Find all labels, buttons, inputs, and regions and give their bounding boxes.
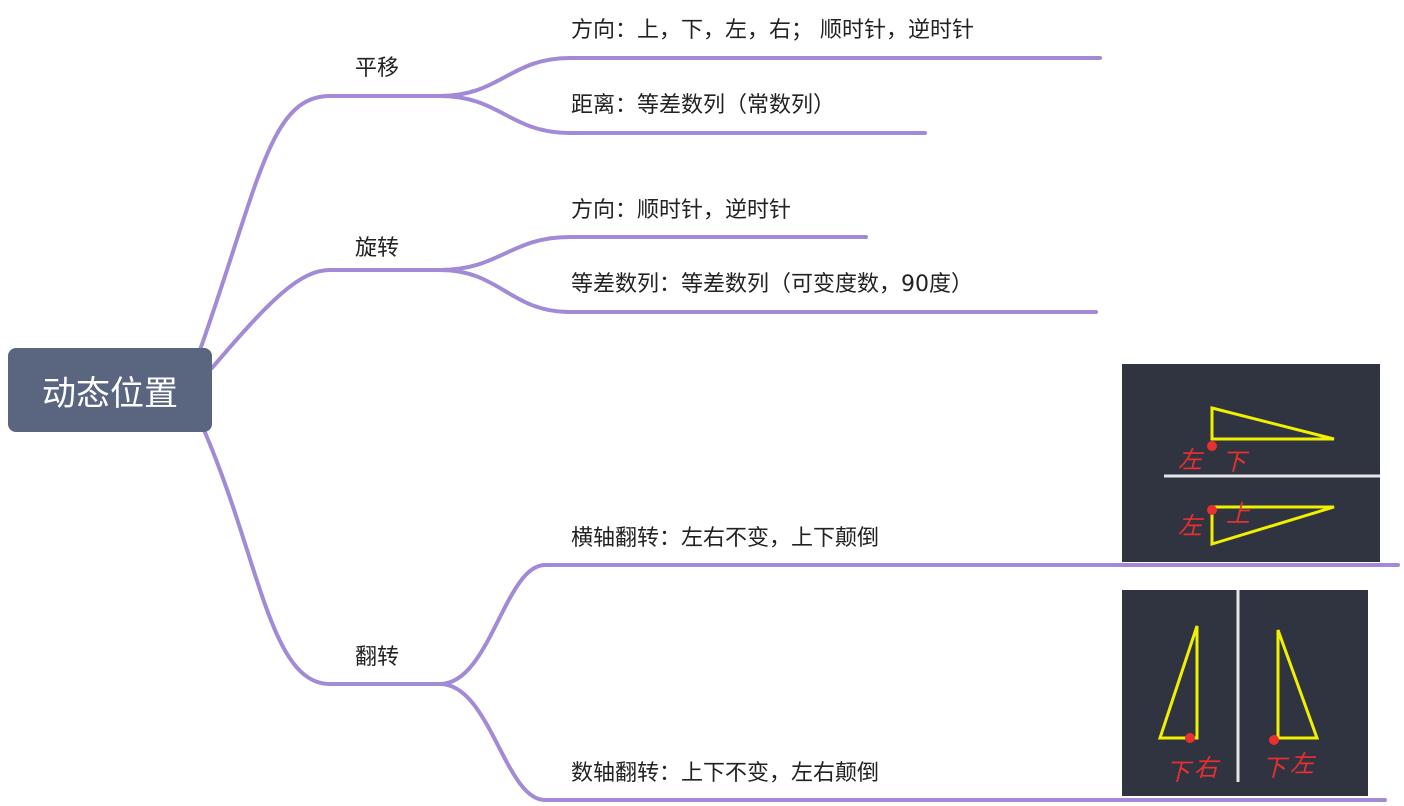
connector-xuanzhuan-direction <box>438 235 868 272</box>
marker-upper <box>1207 441 1217 451</box>
horizontal-flip-drawing: 左 下 左 上 <box>1164 406 1380 547</box>
connector-fanzhuan-vertical <box>438 682 1387 802</box>
hw-label-7: 下 <box>1262 754 1290 782</box>
connector-pingyi-distance <box>438 94 927 135</box>
hw-label-4: 上 <box>1226 500 1251 528</box>
marker-right <box>1269 735 1279 745</box>
triangle-upper <box>1210 406 1335 441</box>
marker-left <box>1185 733 1195 743</box>
hw-label-1: 左 <box>1178 446 1205 474</box>
triangle-lower <box>1210 505 1335 547</box>
connector-pingyi-direction <box>438 56 1102 98</box>
horizontal-flip-image: 左 下 左 上 <box>1122 364 1380 562</box>
connector-fanzhuan-horizontal <box>438 563 1400 686</box>
hw-label-3: 左 <box>1178 512 1205 540</box>
branch-flip[interactable]: 翻转 <box>355 645 400 670</box>
connector-root-fanzhuan <box>202 428 442 686</box>
hw-label-2: 下 <box>1222 448 1250 476</box>
branch-translation[interactable]: 平移 <box>355 56 400 81</box>
leaf-rotation-direction[interactable]: 方向：顺时针，逆时针 <box>571 198 792 223</box>
leaf-translation-direction[interactable]: 方向：上，下，左，右； 顺时针，逆时针 <box>571 18 974 43</box>
leaf-vertical-flip[interactable]: 数轴翻转：上下不变，左右颠倒 <box>571 761 880 786</box>
triangle-left <box>1157 625 1199 740</box>
vertical-flip-drawing: 下 右 下 左 <box>1157 590 1320 786</box>
connector-root-pingyi <box>198 94 442 352</box>
leaf-translation-distance[interactable]: 距离：等差数列（常数列） <box>571 93 836 118</box>
hw-label-8: 左 <box>1290 750 1317 778</box>
branch-rotation[interactable]: 旋转 <box>355 236 400 261</box>
leaf-horizontal-flip[interactable]: 横轴翻转：左右不变，上下颠倒 <box>571 526 880 551</box>
connector-root-xuanzhuan <box>210 268 442 370</box>
connector-xuanzhuan-sequence <box>438 268 1098 314</box>
root-node[interactable]: 动态位置 <box>8 348 212 432</box>
leaf-rotation-sequence[interactable]: 等差数列：等差数列（可变度数，90度） <box>571 272 973 297</box>
marker-lower <box>1207 505 1217 515</box>
hw-label-6: 右 <box>1194 754 1221 782</box>
triangle-right <box>1276 629 1320 740</box>
vertical-flip-image: 下 右 下 左 <box>1122 590 1368 796</box>
hw-label-5: 下 <box>1166 758 1194 786</box>
